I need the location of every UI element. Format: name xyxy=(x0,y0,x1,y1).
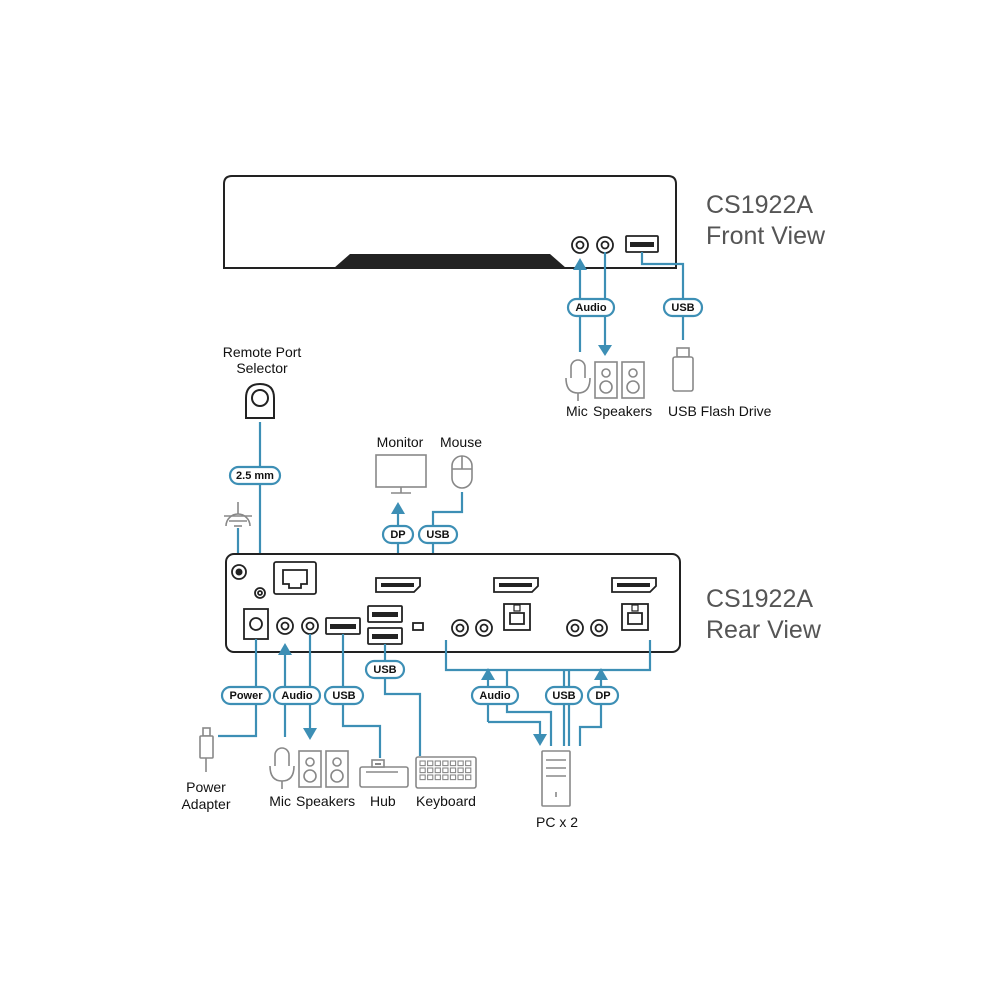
remote-label-line2: Selector xyxy=(236,360,288,376)
front-model-title: CS1922A xyxy=(706,191,813,219)
rear-power-pill: Power xyxy=(220,685,272,706)
keyboard-key xyxy=(457,774,464,781)
keyboard-key xyxy=(427,760,434,767)
rear-panel xyxy=(225,553,681,653)
rear-speakers-label: Speakers xyxy=(296,793,355,809)
rear-keyboard-usb-pill: USB xyxy=(364,659,406,680)
arrow-up-icon xyxy=(278,643,292,655)
front-audio-pill: Audio xyxy=(566,297,616,318)
pc-usb-pill: USB xyxy=(544,685,584,706)
keyboard-key xyxy=(442,774,449,781)
front-view-title: Front View xyxy=(706,222,826,250)
keyboard-key xyxy=(465,774,472,781)
keyboard-key xyxy=(434,760,441,767)
arrow-up-icon xyxy=(391,502,405,514)
rear-dp-pill: DP xyxy=(381,524,415,545)
mouse-icon xyxy=(451,455,473,489)
pc-x2-label: PC x 2 xyxy=(536,814,578,830)
hub-label: Hub xyxy=(370,793,396,809)
arrow-up-icon xyxy=(594,668,608,680)
rear-model-title: CS1922A xyxy=(706,585,813,613)
keyboard-key xyxy=(449,767,457,774)
svg-text:USB: USB xyxy=(373,664,396,676)
arrow-down-icon xyxy=(598,345,612,356)
remote-2-5mm-pill: 2.5 mm xyxy=(228,465,282,486)
keyboard-icon xyxy=(415,756,477,789)
keyboard-key xyxy=(434,767,441,774)
ground-icon xyxy=(224,502,252,566)
front-panel xyxy=(223,175,677,269)
keyboard-key xyxy=(434,774,441,781)
keyboard-key xyxy=(465,767,472,774)
rear-console-cables xyxy=(218,634,422,758)
keyboard-label: Keyboard xyxy=(416,793,476,809)
keyboard-key xyxy=(442,760,449,767)
front-mic-label: Mic xyxy=(566,403,588,419)
svg-text:Audio: Audio xyxy=(281,690,312,702)
keyboard-key xyxy=(419,767,426,774)
keyboard-key xyxy=(427,767,434,774)
svg-text:DP: DP xyxy=(595,690,610,702)
speakers-icon xyxy=(594,361,645,399)
remote-label-line1: Remote Port xyxy=(223,344,302,360)
power-adapter-label-line2: Adapter xyxy=(181,796,230,812)
front-speakers-label: Speakers xyxy=(593,403,652,419)
usb-flash-drive-icon xyxy=(672,347,694,392)
svg-text:USB: USB xyxy=(671,302,694,314)
front-bezel-accent xyxy=(334,254,566,268)
svg-text:USB: USB xyxy=(426,529,449,541)
arrow-up-icon xyxy=(481,668,495,680)
keyboard-key xyxy=(419,774,426,781)
pc-audio-pill: Audio xyxy=(470,685,520,706)
keyboard-key xyxy=(465,760,472,767)
front-usb-pill: USB xyxy=(662,297,704,318)
keyboard-key xyxy=(449,774,457,781)
keyboard-key xyxy=(419,760,426,767)
keyboard-key xyxy=(449,760,457,767)
mic-icon xyxy=(565,359,591,401)
arrow-down-icon xyxy=(533,734,547,746)
monitor-icon xyxy=(375,454,427,494)
mic-icon xyxy=(269,747,295,789)
usb-hub-icon xyxy=(359,759,409,788)
svg-text:USB: USB xyxy=(552,690,575,702)
keyboard-key xyxy=(442,767,449,774)
remote-port-selector-icon xyxy=(245,382,275,419)
rear-hub-usb-pill: USB xyxy=(323,685,365,706)
power-adapter-label-line1: Power xyxy=(186,779,226,795)
pc-dp-pill: DP xyxy=(586,685,620,706)
svg-text:USB: USB xyxy=(332,690,355,702)
rear-view-title: Rear View xyxy=(706,616,822,644)
monitor-label: Monitor xyxy=(377,434,424,450)
rear-audio-pill: Audio xyxy=(272,685,322,706)
arrow-up-icon xyxy=(573,258,587,270)
rear-mic-label: Mic xyxy=(269,793,291,809)
power-adapter-icon xyxy=(199,727,214,772)
mouse-label: Mouse xyxy=(440,434,482,450)
arrow-down-icon xyxy=(303,728,317,740)
usb-flash-drive-label: USB Flash Drive xyxy=(668,403,772,419)
rear-pc-cables xyxy=(444,640,652,746)
dip-switch xyxy=(412,622,424,631)
svg-text:Power: Power xyxy=(229,690,263,702)
svg-text:2.5 mm: 2.5 mm xyxy=(236,470,274,482)
keyboard-key xyxy=(457,760,464,767)
keyboard-key xyxy=(457,767,464,774)
keyboard-key xyxy=(427,774,434,781)
rear-mouse-usb-pill: USB xyxy=(417,524,459,545)
svg-text:Audio: Audio xyxy=(479,690,510,702)
svg-text:Audio: Audio xyxy=(575,302,606,314)
svg-text:DP: DP xyxy=(390,529,405,541)
speakers-icon xyxy=(298,750,349,788)
pc-tower-icon xyxy=(541,750,571,807)
